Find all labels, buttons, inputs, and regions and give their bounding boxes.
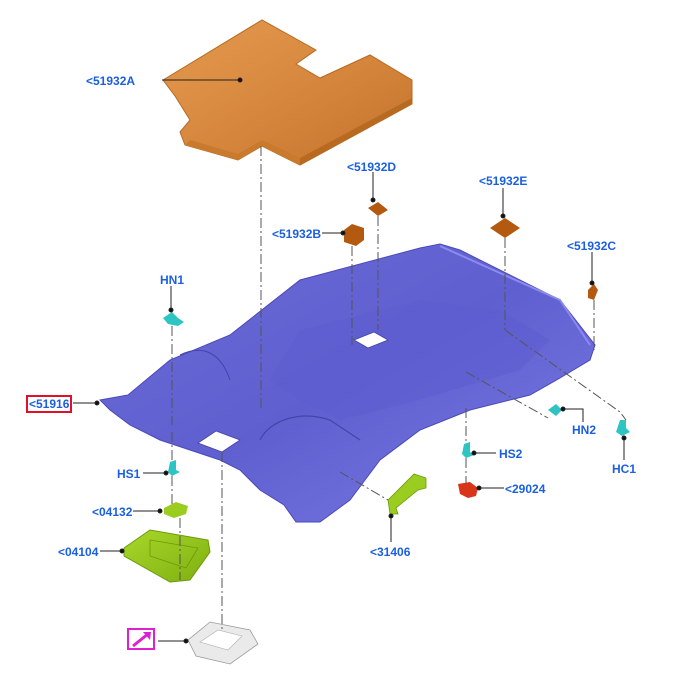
pad-51932a[interactable]	[162, 19, 413, 166]
label-51932a[interactable]: <51932A	[86, 74, 136, 88]
dome-lamp-link-button[interactable]	[127, 628, 155, 650]
pad-51932c[interactable]	[588, 284, 598, 300]
arrow-up-right-icon	[132, 632, 151, 648]
label-hs1[interactable]: HS1	[117, 467, 141, 481]
label-51932d[interactable]: <51932D	[347, 160, 397, 174]
leader-lines	[73, 77, 627, 644]
label-04132[interactable]: <04132	[92, 505, 133, 519]
headliner-51916[interactable]	[98, 243, 596, 523]
label-51932c[interactable]: <51932C	[567, 239, 617, 253]
pad-51932b[interactable]	[344, 224, 364, 246]
clip-hn2[interactable]	[548, 404, 562, 416]
label-04104[interactable]: <04104	[58, 545, 99, 559]
grab-handle-31406[interactable]	[387, 473, 427, 515]
sun-visor-04104[interactable]	[123, 529, 211, 583]
pad-51932d[interactable]	[368, 202, 388, 216]
clip-hn1[interactable]	[163, 312, 184, 326]
clip-hs1[interactable]	[168, 460, 180, 476]
label-hn1[interactable]: HN1	[160, 273, 185, 287]
visor-clip-04132[interactable]	[164, 502, 188, 518]
explode-lines	[171, 146, 627, 630]
dome-lamp[interactable]	[187, 621, 259, 665]
label-hs2[interactable]: HS2	[499, 447, 523, 461]
label-hc1[interactable]: HC1	[612, 462, 637, 476]
clip-hs2[interactable]	[462, 442, 474, 458]
label-31406[interactable]: <31406	[370, 545, 411, 559]
label-29024[interactable]: <29024	[505, 482, 546, 496]
coat-hook-29024[interactable]	[458, 482, 478, 498]
pad-51932e[interactable]	[490, 218, 520, 238]
label-51932e[interactable]: <51932E	[479, 174, 528, 188]
clip-hc1[interactable]	[616, 420, 630, 436]
label-hn2[interactable]: HN2	[572, 423, 597, 437]
label-51932b[interactable]: <51932B	[272, 227, 322, 241]
label-51916[interactable]: <51916	[25, 395, 73, 413]
